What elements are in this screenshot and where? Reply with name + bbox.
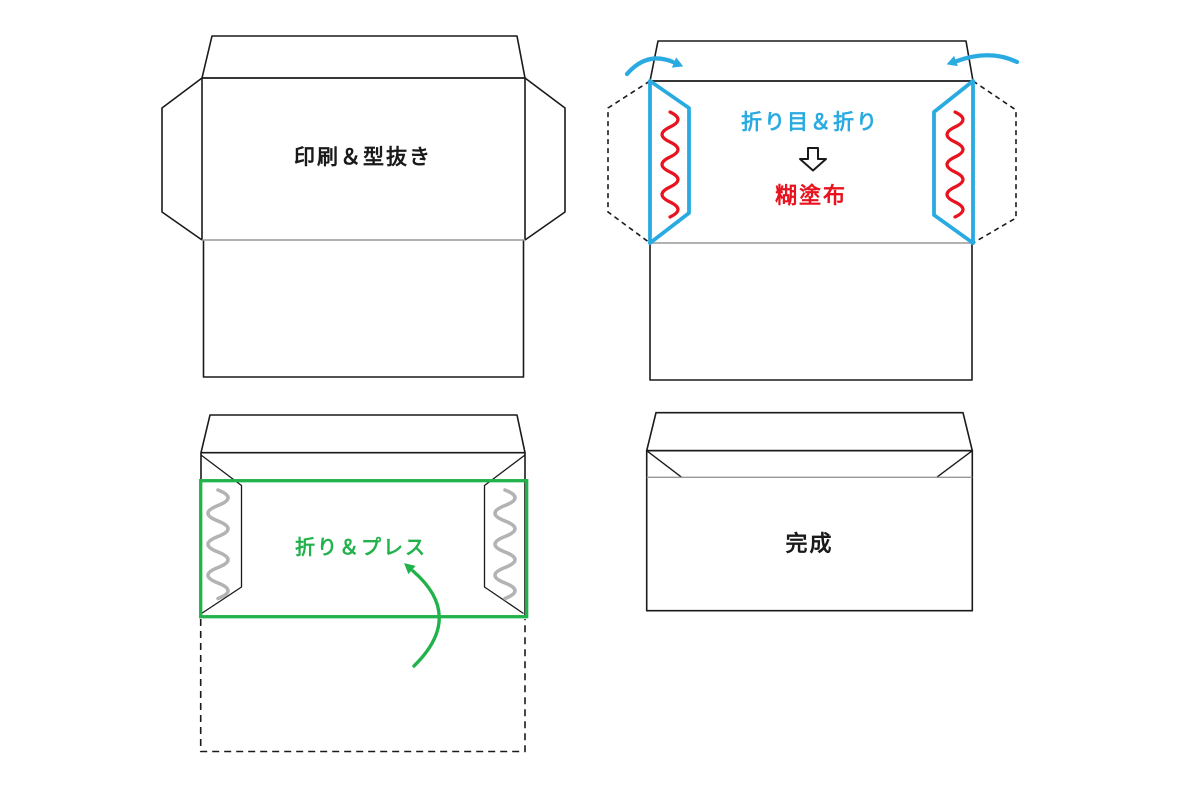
step1-bottom-flap: [202, 240, 525, 378]
step1-cut-outline: [161, 35, 566, 378]
step3-glue-waves: [206, 488, 517, 601]
step1-top-flap: [201, 35, 526, 79]
step2-cut-outline: [607, 40, 1017, 381]
step3-top-flap: [200, 414, 526, 454]
step3-fold-and-press: 折り＆プレス: [199, 414, 529, 753]
step3-body-sides: [200, 452, 526, 617]
step2-right-crease: [932, 79, 975, 245]
step2-fold-arrowheads: [671, 55, 958, 68]
step2-glue-waves: [660, 110, 965, 219]
step2-left-flap-dashed: [607, 80, 651, 244]
press-arrow-head-icon: [404, 563, 416, 575]
step2-crease-lines: [648, 79, 975, 245]
glue-wave-left-icon: [660, 110, 680, 219]
step4-finished-envelope: 完成: [645, 411, 974, 612]
fold-arrow-left-head-icon: [671, 57, 684, 68]
step3-folded-flap-left: [200, 454, 243, 615]
glue-wave-right-icon: [945, 110, 965, 219]
fold-arrow-right-icon: [954, 53, 1020, 65]
step3-folded-side-flaps: [200, 454, 526, 615]
step1-right-flap: [524, 77, 566, 241]
step3-outline: [199, 414, 526, 753]
fold-arrow-left-icon: [624, 56, 676, 77]
step2-fold-label: 折り目＆折り: [741, 111, 879, 134]
fold-arrow-right-head-icon: [946, 55, 958, 67]
step1-die-cut-blank: 印刷＆型抜き: [161, 35, 566, 378]
step4-top-flap: [645, 411, 974, 452]
step1-left-flap: [161, 77, 203, 241]
step1-body: [201, 77, 526, 240]
step4-outline: [645, 411, 974, 612]
step4-label: 完成: [785, 531, 833, 556]
step4-side-flap-diagonals: [646, 450, 973, 478]
step2-left-crease: [648, 79, 691, 245]
press-arrow-icon: [411, 569, 441, 668]
step3-bottom-flap-dashed: [199, 619, 526, 753]
down-arrow-icon: [799, 147, 827, 172]
step2-glue-label: 糊塗布: [775, 183, 847, 208]
step1-label: 印刷＆型抜き: [294, 145, 432, 169]
step2-right-flap-dashed: [972, 80, 1017, 244]
step2-fold-and-glue: 折り目＆折り 糊塗布: [607, 40, 1020, 381]
step2-fold-arrows: [624, 53, 1020, 77]
glue-wave-gray-left-icon: [206, 488, 230, 601]
step3-press-area-highlight: [199, 479, 529, 619]
step3-label: 折り＆プレス: [295, 535, 427, 559]
glue-wave-gray-right-icon: [493, 488, 517, 601]
step2-top-flap: [649, 40, 974, 82]
step4-body: [645, 449, 974, 612]
step2-bottom-flap: [649, 243, 973, 381]
step3-folded-flap-right: [483, 454, 526, 615]
